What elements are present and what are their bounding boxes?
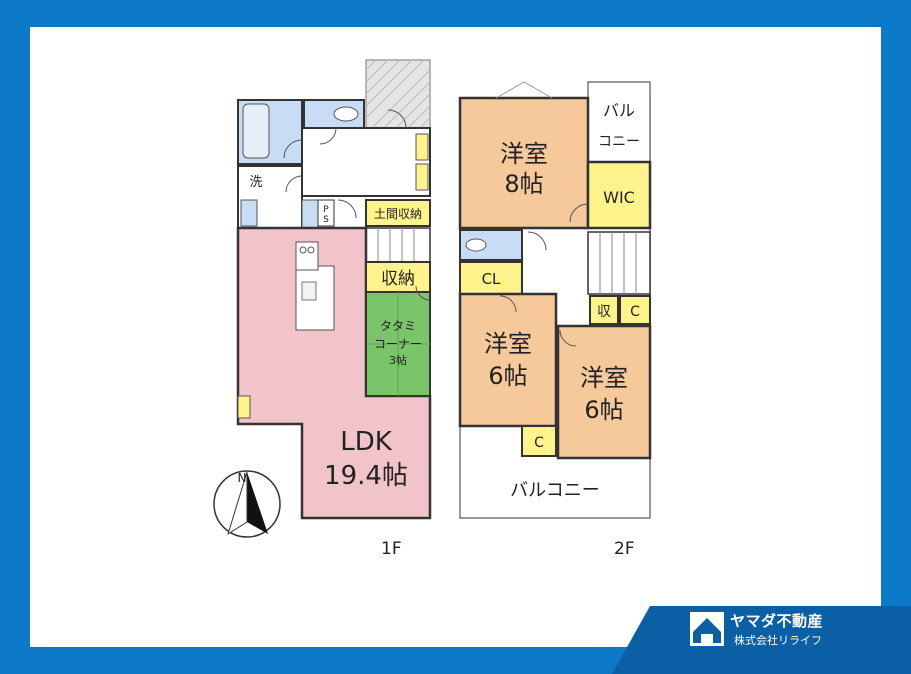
brand-subname: 株式会社リライフ [734,634,822,647]
floorplan-frame [30,27,881,647]
room-doma-storage: 土間収納 [374,207,422,221]
brand-name: ヤマダ不動産 [730,612,824,630]
room-storage-1f: 収納 [381,269,415,289]
room-c2: C [534,435,544,451]
compass-north: N [238,471,247,485]
room-balcony: バルコニー [510,480,600,501]
room-wic: WIC [603,188,635,207]
room-storage-2f: 収 [597,304,611,320]
room-c1: C [630,304,640,320]
floor-label-1f: 1F [381,539,402,559]
room-tatami-line1: タタミ [380,319,416,333]
room-ldk-size: 19.4帖 [324,461,408,491]
room-western6a-size: 6帖 [488,362,527,390]
room-washroom: 洗 [249,175,262,190]
room-tatami-line3: 3帖 [389,354,407,367]
room-balcony-small-2: コニー [598,134,640,150]
room-western6b-name: 洋室 [580,364,628,392]
room-western6a-name: 洋室 [484,330,532,358]
floor-2f [458,81,652,519]
room-ps-s: S [323,215,329,225]
room-ldk-name: LDK [340,427,393,457]
labels: LDK 19.4帖 タタミ コーナー 3帖 収納 土間収納 洗 P S N 洋室… [238,101,641,501]
room-tatami-line2: コーナー [374,337,422,351]
floor-1f [236,59,432,520]
room-western8-size: 8帖 [504,170,543,198]
room-ps-p: P [323,205,329,215]
room-western6b-size: 6帖 [584,396,623,424]
room-balcony-small-1: バル [603,101,635,120]
logo-icon [612,606,911,674]
compass-rose [213,470,281,538]
room-western8-name: 洋室 [500,140,548,168]
room-cl: CL [482,270,501,288]
floor-label-2f: 2F [614,539,635,559]
